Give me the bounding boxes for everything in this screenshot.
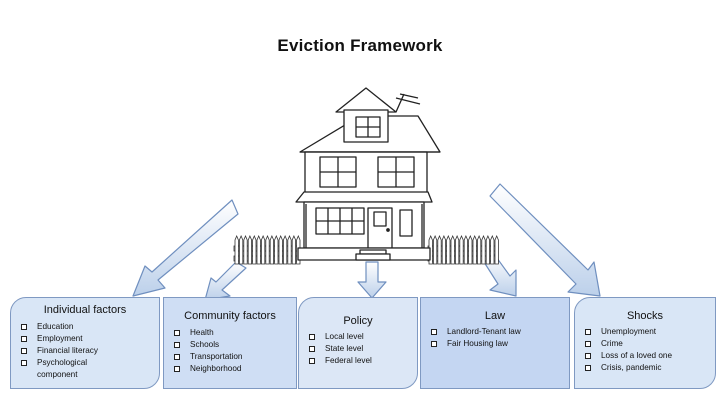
list-item: Health	[168, 327, 296, 339]
fence-picket	[260, 234, 266, 265]
house-icon	[295, 87, 441, 261]
page-title: Eviction Framework	[277, 36, 443, 55]
factor-list: Education Employment Financial literacy …	[15, 321, 159, 381]
fence-picket	[459, 234, 464, 265]
fence-picket	[468, 234, 473, 265]
arrow-to-individual	[132, 199, 239, 297]
factor-list: Unemployment Crime Loss of a loved one C…	[579, 326, 715, 374]
list-item: Fair Housing law	[425, 338, 569, 350]
fence-picket	[454, 234, 460, 265]
fence-picket	[446, 234, 451, 265]
factor-box-individual: Individual factors Education Employment …	[10, 297, 160, 389]
fence-picket	[278, 234, 283, 265]
list-item: Schools	[168, 339, 296, 351]
fence-picket	[243, 234, 248, 265]
fence-picket	[494, 234, 499, 265]
fence-picket	[234, 234, 239, 265]
fence-picket	[441, 234, 447, 265]
list-item: Local level	[303, 331, 417, 343]
list-item: Crisis, pandemic	[579, 362, 715, 374]
fence-picket	[282, 234, 288, 265]
fence-picket	[238, 234, 244, 265]
factor-heading: Policy	[343, 315, 373, 327]
fence-picket	[287, 234, 292, 265]
fence-picket	[291, 234, 297, 265]
list-item: Transportation	[168, 351, 296, 363]
fence-picket	[476, 234, 482, 265]
fence-picket	[274, 234, 279, 265]
list-item: Unemployment	[579, 326, 715, 338]
arrow-to-policy	[357, 261, 387, 299]
fence-picket	[463, 234, 469, 265]
fence-picket	[247, 234, 253, 265]
fence-picket	[481, 234, 486, 265]
fence-picket	[269, 234, 275, 265]
factor-box-policy: Policy Local level State level Federal l…	[298, 297, 418, 389]
fence-picket	[265, 234, 270, 265]
arrow-to-shocks	[489, 183, 601, 297]
fence-picket	[252, 234, 257, 265]
factor-box-shocks: Shocks Unemployment Crime Loss of a love…	[574, 297, 716, 389]
factor-heading: Shocks	[626, 310, 664, 322]
fence-picket	[437, 234, 442, 265]
factor-heading: Individual factors	[43, 304, 127, 316]
list-item: Crime	[579, 338, 715, 350]
fence-picket	[432, 234, 438, 265]
list-item: Psychological component	[15, 357, 107, 381]
factor-list: Local level State level Federal level	[303, 331, 417, 367]
list-item: Landlord-Tenant law	[425, 326, 569, 338]
factor-box-law: Law Landlord-Tenant law Fair Housing law	[420, 297, 570, 389]
factor-box-community: Community factors Health Schools Transpo…	[163, 297, 297, 389]
list-item: State level	[303, 343, 417, 355]
list-item: Employment	[15, 333, 159, 345]
factor-list: Health Schools Transportation Neighborho…	[168, 327, 296, 375]
arrow-to-community	[204, 261, 247, 301]
list-item: Financial literacy	[15, 345, 159, 357]
fence-picket	[472, 234, 477, 265]
list-item: Education	[15, 321, 159, 333]
fence-picket	[485, 234, 491, 265]
fence-picket	[450, 234, 455, 265]
fence-picket	[256, 234, 261, 265]
list-item: Loss of a loved one	[579, 350, 715, 362]
factor-heading: Law	[484, 310, 506, 322]
fence-picket	[490, 234, 495, 265]
factor-heading: Community factors	[184, 310, 276, 322]
list-item: Neighborhood	[168, 363, 296, 375]
list-item: Federal level	[303, 355, 417, 367]
factor-list: Landlord-Tenant law Fair Housing law	[425, 326, 569, 350]
